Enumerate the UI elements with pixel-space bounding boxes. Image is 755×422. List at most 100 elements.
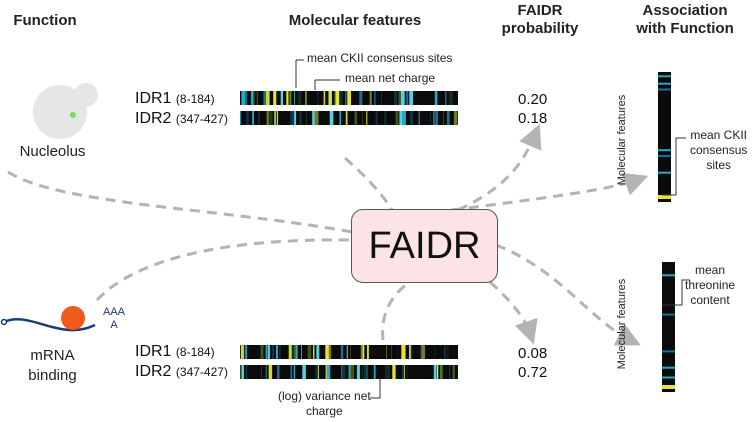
annotation-mean-ckii: mean CKII consensus sites — [307, 51, 453, 65]
header-function: Function — [13, 12, 77, 29]
feature-stripe — [307, 345, 312, 359]
feature-stripe — [353, 91, 356, 105]
annotation-variance-net-charge: (log) variance net charge — [278, 389, 371, 418]
feature-stripe — [444, 111, 447, 125]
function-label-nucleolus: Nucleolus — [19, 143, 86, 160]
function-label-mrna-binding: mRNA binding — [28, 347, 77, 384]
feature-stripe — [290, 365, 293, 379]
association-stripe — [658, 171, 671, 174]
feature-stripe — [261, 365, 266, 379]
feature-stripe — [293, 365, 296, 379]
feature-stripe — [243, 345, 246, 359]
feature-stripe — [267, 345, 270, 359]
polya-line2: A — [110, 319, 118, 331]
feature-stripe — [339, 345, 343, 359]
association-annotation: mean threonine content — [685, 263, 736, 307]
feature-stripe — [329, 345, 332, 359]
association-stripe — [662, 366, 675, 369]
feature-stripe — [346, 91, 348, 105]
feature-stripe — [344, 365, 347, 379]
feature-stripe — [383, 345, 387, 359]
association-bar — [662, 262, 675, 392]
feature-stripe — [399, 111, 403, 125]
feature-stripe — [290, 91, 295, 105]
feature-stripe — [395, 345, 398, 359]
feature-stripe — [406, 91, 409, 105]
feature-stripe — [334, 91, 336, 105]
feature-stripe — [418, 111, 420, 125]
feature-stripe — [341, 365, 343, 379]
feature-stripe — [325, 345, 329, 359]
association-stripe — [658, 82, 671, 85]
ribosome-icon — [61, 306, 85, 330]
feature-stripe — [448, 345, 452, 359]
feature-stripe — [435, 345, 439, 359]
feature-stripe — [385, 91, 387, 105]
feature-stripe — [252, 111, 254, 125]
feature-bar — [240, 111, 458, 125]
feature-stripe — [266, 111, 269, 125]
feature-stripe — [240, 345, 245, 359]
feature-stripe — [270, 365, 272, 379]
association-stripe — [662, 313, 675, 316]
idr-name: IDR2 — [135, 363, 172, 380]
feature-stripe — [286, 91, 289, 105]
feature-stripe — [418, 91, 423, 105]
feature-stripe — [431, 111, 433, 125]
feature-stripe — [433, 365, 437, 379]
feature-stripe — [265, 345, 268, 359]
feature-stripe — [369, 91, 372, 105]
annotation-mean-net-charge: mean net charge — [345, 71, 436, 85]
feature-stripe — [366, 345, 369, 359]
feature-stripe — [401, 345, 406, 359]
feature-stripe — [409, 345, 413, 359]
feature-stripe — [302, 365, 306, 379]
feature-stripe — [315, 365, 317, 379]
polya-tail: AAA A — [103, 306, 125, 332]
feature-stripe — [288, 345, 292, 359]
association-stripe — [662, 376, 675, 379]
feature-stripe — [316, 345, 320, 359]
feature-stripe — [257, 91, 259, 105]
feature-stripe — [395, 111, 399, 125]
feature-stripe — [325, 365, 328, 379]
feature-stripe — [386, 111, 390, 125]
feature-stripe — [356, 365, 360, 379]
feature-stripe — [305, 91, 307, 105]
faidr-probability-value: 0.18 — [518, 110, 548, 127]
idr-row-label: IDR2 (347-427) — [135, 110, 228, 128]
faidr-probability-value: 0.08 — [518, 345, 548, 362]
faidr-label: FAIDR — [368, 224, 481, 267]
feature-stripe — [394, 91, 397, 105]
feature-stripe — [266, 365, 268, 379]
feature-stripe — [298, 91, 302, 105]
feature-stripe — [359, 91, 363, 105]
feature-stripe — [240, 111, 244, 125]
association-stripe — [658, 149, 671, 152]
association-axis-label: Molecular features — [616, 94, 628, 186]
feature-stripe — [289, 91, 292, 105]
feature-stripe — [272, 345, 275, 359]
feature-stripe — [338, 91, 343, 105]
feature-stripe — [267, 111, 271, 125]
feature-stripe — [376, 345, 380, 359]
feature-stripe — [288, 111, 291, 125]
header-molecular-features: Molecular features — [288, 12, 422, 29]
feature-stripe — [245, 365, 248, 379]
feature-stripe — [402, 111, 406, 125]
feature-stripe — [292, 345, 294, 359]
feature-stripe — [360, 345, 363, 359]
feature-stripe — [345, 91, 347, 105]
association-stripe — [658, 75, 671, 78]
feature-stripe — [362, 365, 365, 379]
feature-stripe — [329, 111, 334, 125]
feature-stripe — [311, 111, 313, 125]
feature-stripe — [348, 365, 352, 379]
feature-stripe — [251, 91, 254, 105]
feature-stripe — [381, 91, 383, 105]
feature-stripe — [392, 365, 396, 379]
feature-stripe — [364, 365, 367, 379]
feature-stripe — [427, 365, 430, 379]
polya-line1: AAA — [103, 306, 126, 318]
